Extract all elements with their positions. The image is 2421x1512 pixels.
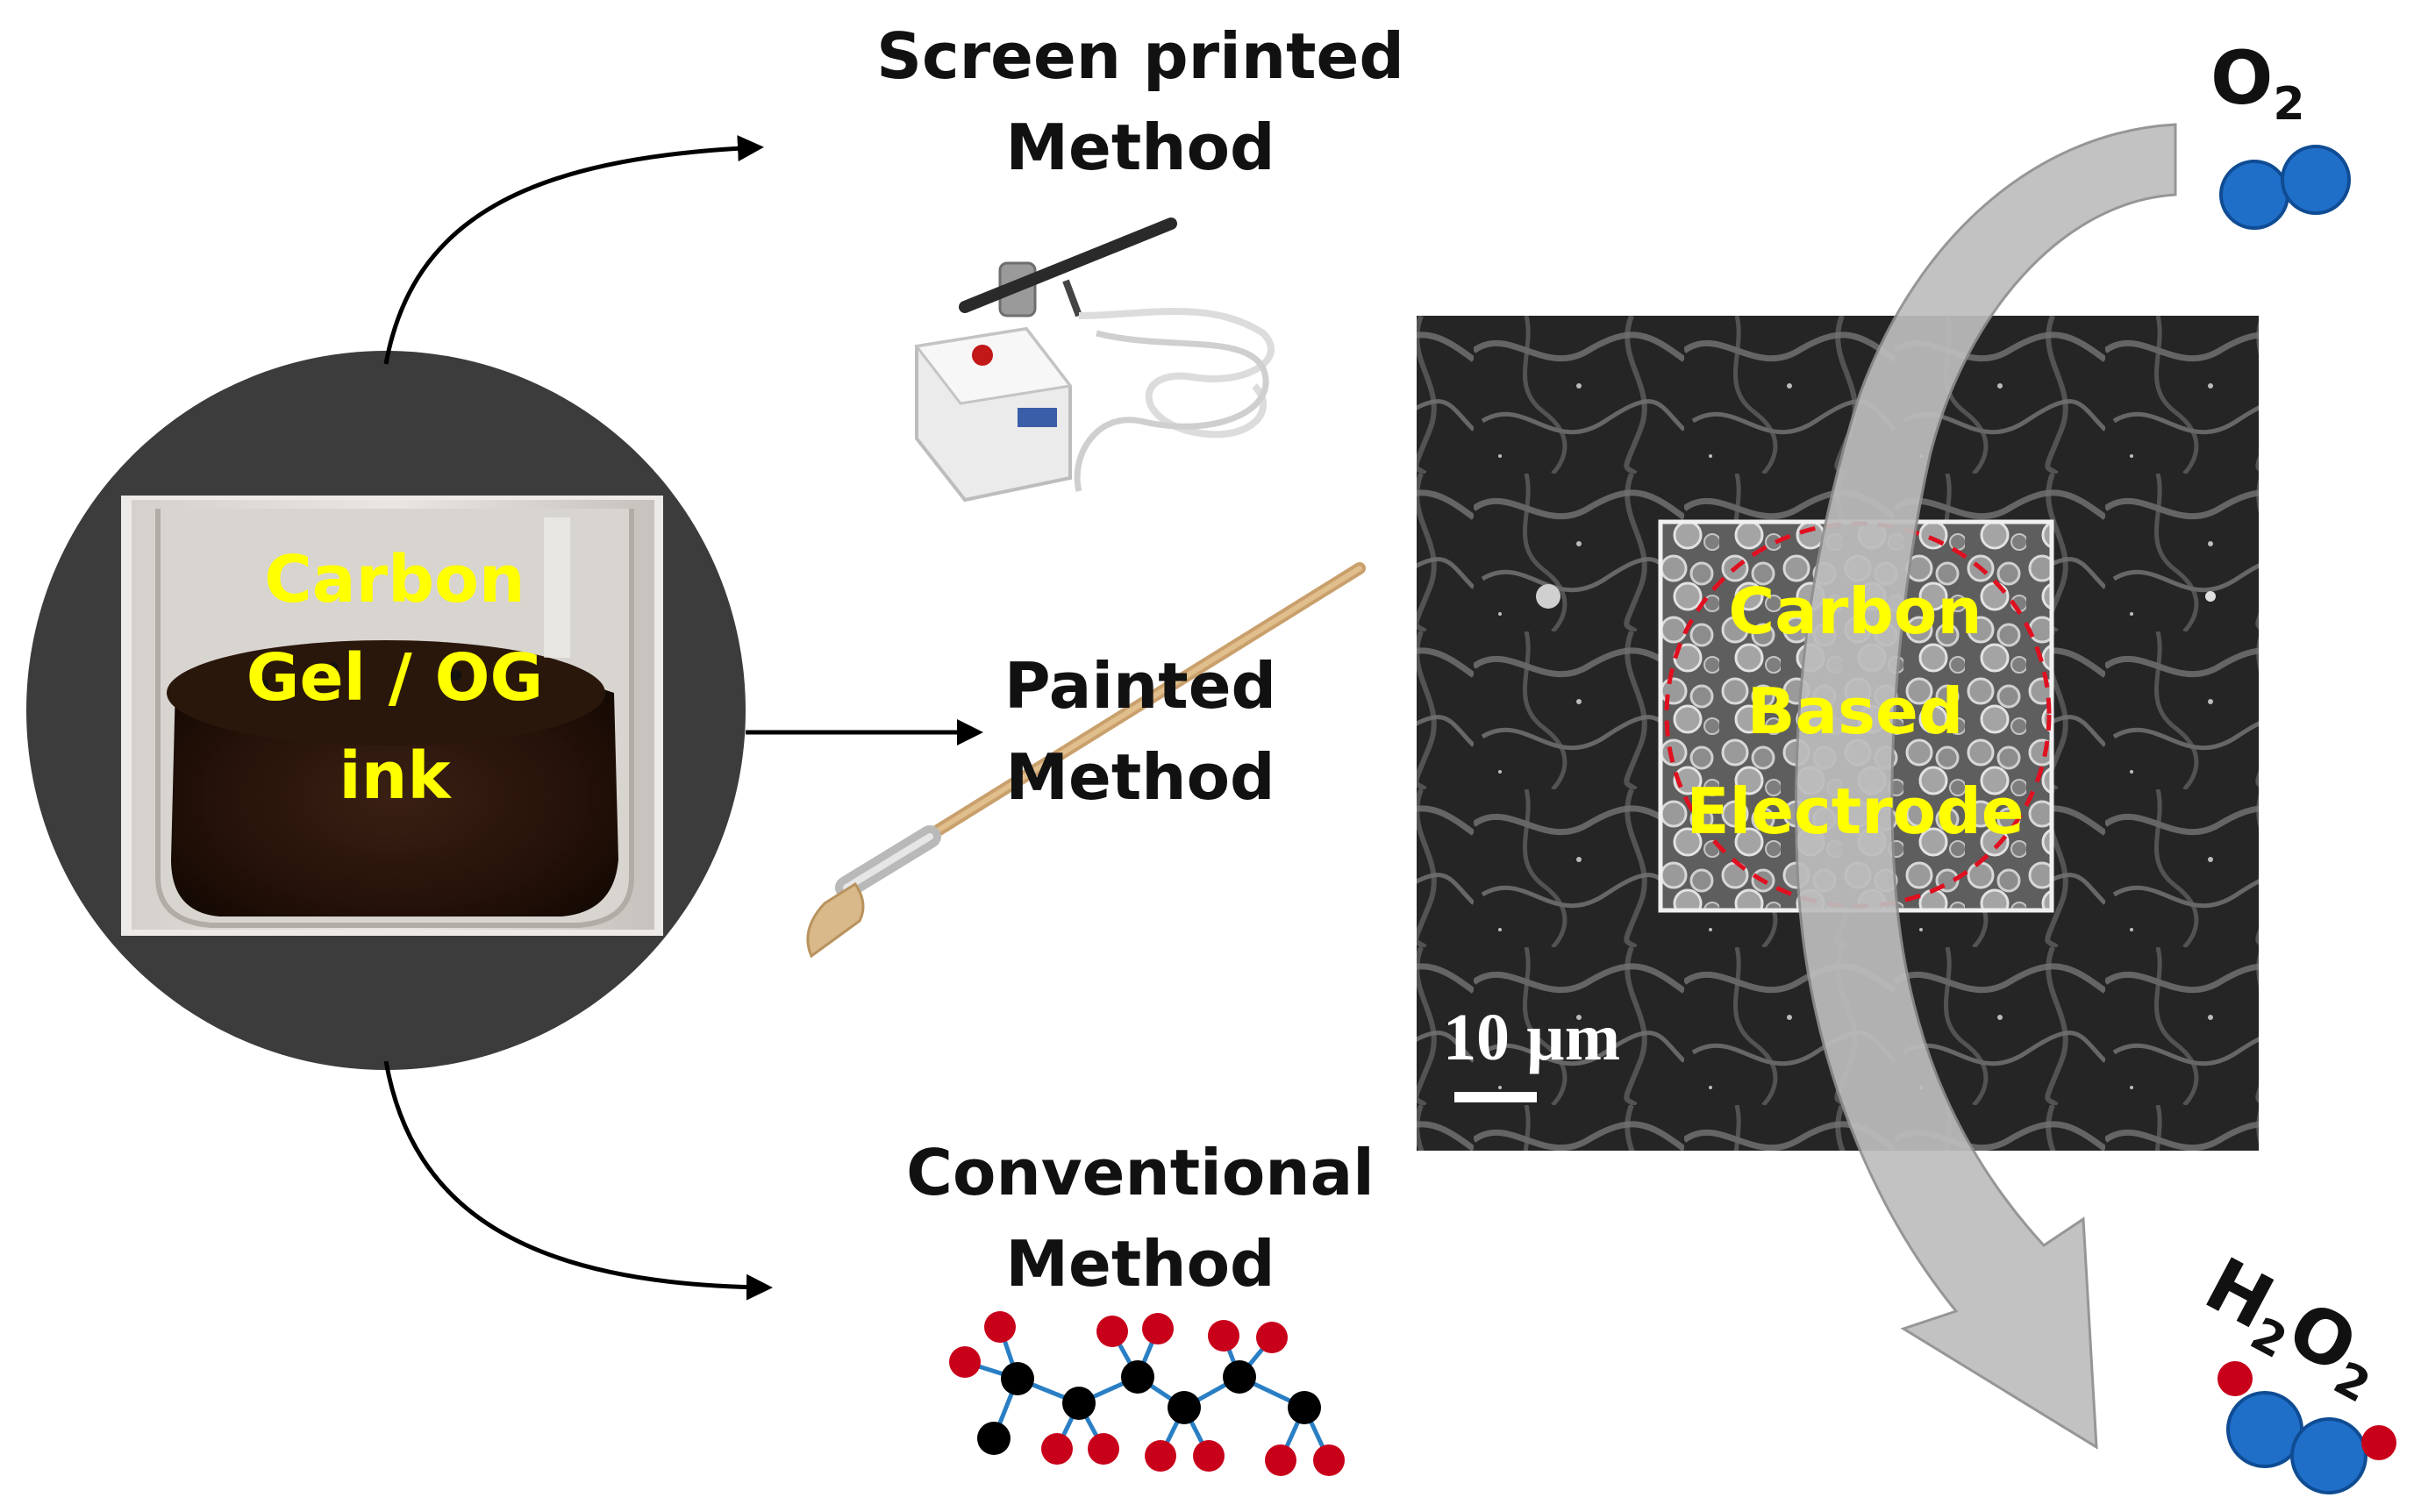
o2-label: O2 [2210,35,2305,131]
electrode-line2: Based [1746,674,1964,748]
ink-label-line2: Gel / OG [246,640,544,716]
ink-label-line1: Carbon [264,542,525,617]
o2-subscript: 2 [2273,77,2305,131]
h2o2-molecule [2217,1361,2396,1494]
painted-line2: Method [1005,740,1275,814]
ink-sample-group [26,351,746,1070]
screen-printed-line2: Method [1005,111,1275,184]
screen-printed-method-label: Screen printed Method [842,11,1439,193]
reaction-arrow [1795,123,2177,1450]
arrow-to-conventional [383,1060,773,1301]
painted-method-label: Painted Method [947,640,1333,823]
ink-label: Carbon Gel / OG ink [211,531,579,825]
o2-symbol: O [2210,35,2274,121]
electrode-line3: Electrode [1686,774,2025,848]
painted-line1: Painted [1003,649,1277,723]
o2-molecule [2219,145,2351,230]
conventional-line2: Method [1005,1227,1275,1301]
ink-label-line3: ink [339,738,451,814]
molecular-chain-illustration [949,1311,1345,1476]
electrode-line1: Carbon [1728,574,1982,648]
conventional-line1: Conventional [906,1136,1375,1209]
screen-printed-line1: Screen printed [876,19,1404,93]
beaker-photo [121,496,663,936]
conventional-method-label: Conventional Method [886,1127,1395,1309]
arrow-to-screen-printed [383,135,764,365]
electrode-label: Carbon Based Electrode [1667,561,2044,861]
paintbrush-illustration [806,562,1366,959]
airbrush-compressor-illustration [914,218,1275,503]
scale-bar-label: 10 µm [1443,1001,1621,1074]
